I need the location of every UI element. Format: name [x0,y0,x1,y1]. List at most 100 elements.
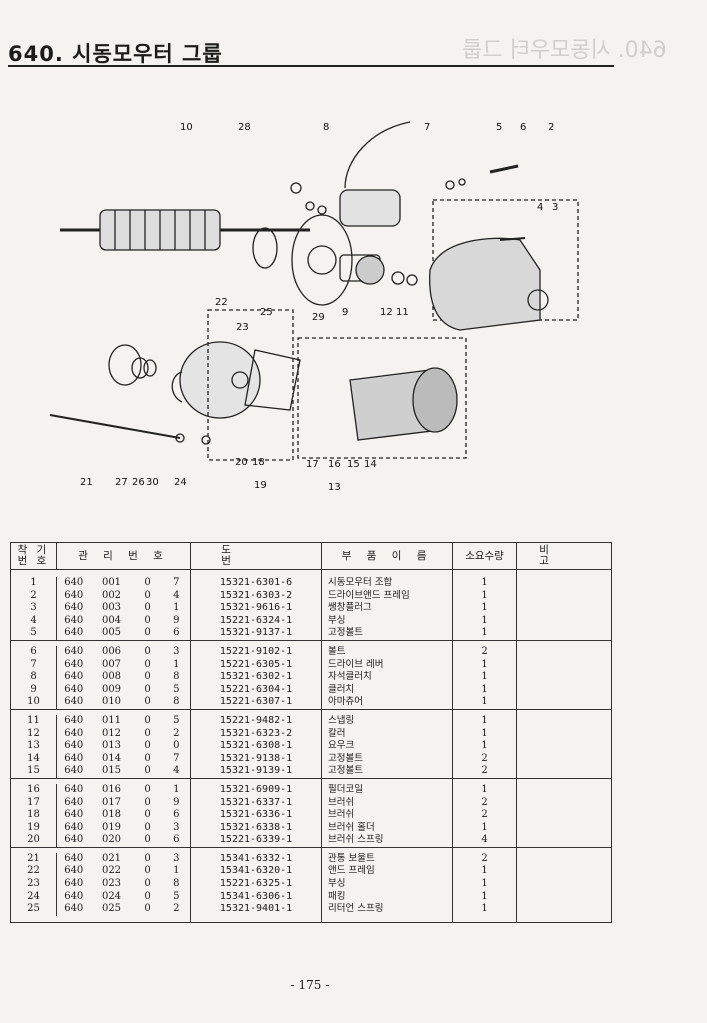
cell-q: 2 [452,852,517,866]
cell-q: 2 [452,645,517,659]
cell-n: 23 [10,878,57,891]
cell-name: 고정볼트 [321,765,453,779]
callout-15: 15 [347,459,360,470]
cell-pn: 15221-9102-1 [190,645,322,659]
cell-name: 시동모우터 조합 [321,577,453,590]
table-header-row: 착 기 번 호 관 리 번 호 도 번 부 품 이 름 소요수량 비 고 [10,542,613,570]
cell-a: 0 [144,627,151,639]
cell-remark [516,602,613,615]
cell-a: 0 [144,671,151,683]
cell-s: 022 [101,865,122,877]
cell-g: 640 [56,821,91,835]
cell-a: 0 [144,683,151,695]
cell-pn: 15221-6307-1 [190,696,322,710]
cell-g: 640 [56,852,91,866]
cell-name: 자석클러치 [321,671,453,684]
cell-pn: 15321-6336-1 [190,809,322,822]
cell-s: 021 [101,852,122,864]
cell-n: 9 [10,683,57,697]
cell-q: 1 [452,602,517,615]
callout-19: 19 [254,480,267,491]
cell-pn: 15341-6306-1 [190,890,322,904]
cell-pn: 15321-6303-2 [190,589,322,603]
table-spacer [10,569,613,577]
cell-s: 025 [101,903,122,915]
cell-s: 010 [101,696,122,708]
cell-n: 2 [10,589,57,603]
callout-2: 2 [548,122,554,133]
cell-n: 1 [10,577,57,590]
cell-a: 0 [144,796,151,808]
callout-12: 12 [380,307,393,318]
cell-a: 0 [144,903,151,915]
cell-s: 014 [101,752,122,764]
cell-n: 11 [10,714,57,728]
cell-a: 0 [144,602,151,614]
cell-pn: 15321-9139-1 [190,765,322,779]
callout-22: 22 [215,297,228,308]
cell-s: 004 [101,614,122,626]
cell-g: 640 [56,696,91,710]
cell-q: 1 [452,589,517,603]
cell-n: 19 [10,821,57,835]
cell-b: 3 [173,821,180,833]
cell-name: 리터언 스프링 [321,903,453,916]
cell-g: 640 [56,765,91,779]
cell-n: 25 [10,903,57,916]
cell-name: 브러쉬 스프링 [321,834,453,848]
cell-a: 0 [144,865,151,877]
cell-s: 003 [101,602,122,614]
exploded-diagram: 10 28 8 7 5 6 2 4 3 22 23 25 29 9 12 11 … [49,121,579,493]
cell-q: 1 [452,627,517,641]
cell-remark [516,752,613,766]
cell-name: 앤드 프레임 [321,865,453,879]
cell-name: 쌩창플러그 [321,602,453,615]
cell-remark [516,671,613,684]
cell-name: 드라이브앤드 프레임 [321,589,453,603]
cell-remark [516,696,613,710]
cell-g: 640 [56,645,91,659]
cell-q: 1 [452,614,517,628]
cell-remark [516,852,613,866]
cell-name: 브러쉬 [321,796,453,810]
col-header-mgmt: 관 리 번 호 [55,542,192,570]
cell-s: 023 [101,878,122,890]
table-spacer [10,915,613,923]
cell-n: 12 [10,727,57,741]
cell-b: 8 [173,878,180,890]
cell-g: 640 [56,783,91,797]
cell-a: 0 [144,740,151,752]
cell-a: 0 [144,783,151,795]
callout-23: 23 [236,322,249,333]
cell-b: 9 [173,614,180,626]
cell-a: 0 [144,645,151,657]
callout-3: 3 [552,202,558,213]
cell-g: 640 [56,865,91,879]
cell-g: 640 [56,809,91,822]
cell-pn: 15321-6909-1 [190,783,322,797]
callout-8: 8 [323,122,329,133]
cell-n: 8 [10,671,57,684]
callout-11: 11 [396,307,409,318]
cell-remark [516,783,613,797]
cell-q: 4 [452,834,517,848]
cell-remark [516,627,613,641]
cell-b: 0 [173,740,180,752]
cell-q: 1 [452,890,517,904]
callout-20: 20 [235,457,248,468]
cell-q: 2 [452,809,517,822]
cell-pn: 15321-9401-1 [190,903,322,916]
cell-q: 2 [452,765,517,779]
callout-4: 4 [537,202,543,213]
cell-remark [516,614,613,628]
cell-s: 001 [101,577,122,588]
